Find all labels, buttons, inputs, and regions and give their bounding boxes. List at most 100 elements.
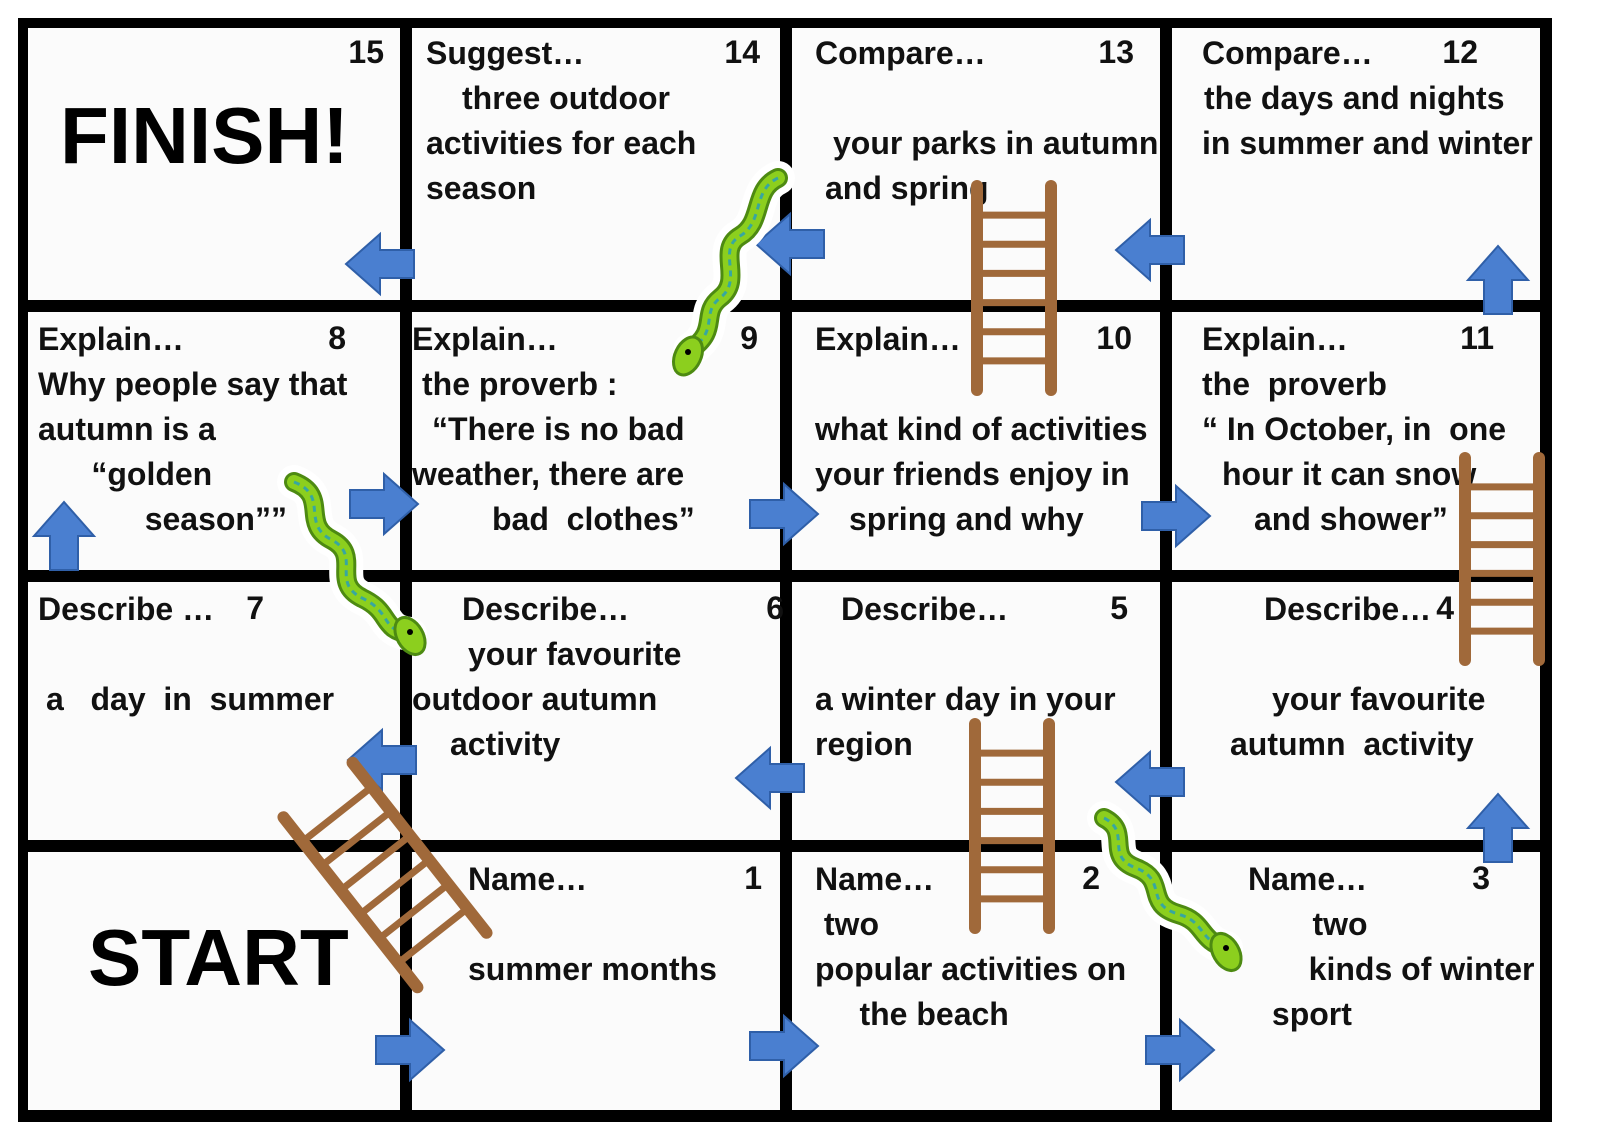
- snake-icon: [277, 465, 427, 656]
- square-3-line-2: two: [1268, 906, 1368, 942]
- square-14-line-3: activities for each: [426, 125, 697, 161]
- grid-line: [18, 1110, 1552, 1122]
- square-9-line-2: the proverb :: [422, 366, 618, 402]
- finish-label: FINISH!: [60, 91, 349, 180]
- arrow-up-icon: [1465, 792, 1531, 863]
- arrow-left-icon: [346, 727, 417, 793]
- square-number-6: 6: [766, 590, 784, 626]
- square-7-line-3: a day in summer: [46, 681, 335, 717]
- ladder-icon: [277, 756, 493, 994]
- arrow-right-icon: [749, 481, 820, 547]
- square-10-line-5: spring and why: [849, 501, 1084, 537]
- arrow-up-icon: [31, 500, 97, 571]
- square-number-11: 11: [1460, 320, 1494, 356]
- ladder-icon: [971, 180, 1057, 396]
- square-number-12: 12: [1442, 34, 1478, 70]
- board-cell: [412, 852, 780, 1110]
- square-7-line-1: Describe …: [38, 591, 215, 627]
- square-14-line-1: Suggest…: [426, 35, 585, 71]
- board-cell: [1172, 28, 1540, 300]
- board-cell: [1172, 312, 1540, 570]
- grid-line: [18, 300, 1552, 312]
- arrow-left-icon: [734, 745, 805, 811]
- square-number-14: 14: [724, 34, 760, 70]
- arrow-left-icon: [1114, 217, 1185, 283]
- square-8-line-5: season””: [38, 501, 287, 537]
- arrow-right-icon: [375, 1017, 446, 1083]
- square-13-line-1: Compare…: [815, 35, 986, 71]
- square-4-line-1: Describe…: [1264, 591, 1432, 627]
- board-cell: [30, 28, 400, 300]
- square-11-line-4: hour it can snow: [1222, 456, 1477, 492]
- square-14-line-2: three outdoor: [462, 80, 670, 116]
- square-11-line-5: and shower”: [1254, 501, 1448, 537]
- arrow-right-icon: [1145, 1017, 1216, 1083]
- square-number-3: 3: [1472, 860, 1490, 896]
- square-number-8: 8: [328, 320, 346, 356]
- square-number-1: 1: [744, 860, 762, 896]
- snake-icon: [671, 161, 795, 377]
- square-6-line-1: Describe…: [462, 591, 630, 627]
- arrow-left-icon: [1114, 749, 1185, 815]
- ladder-icon: [1459, 452, 1545, 666]
- arrow-up-icon: [1465, 244, 1531, 315]
- arrow-right-icon: [1141, 483, 1212, 549]
- start-label: START: [88, 913, 349, 1002]
- square-11-line-2: the proverb: [1202, 366, 1387, 402]
- square-5-line-1: Describe…: [841, 591, 1009, 627]
- square-11-line-1: Explain…: [1202, 321, 1348, 357]
- square-10-line-3: what kind of activities: [815, 411, 1148, 447]
- square-3-line-3: kinds of winter: [1282, 951, 1535, 987]
- square-12-line-3: in summer and winter: [1202, 125, 1533, 161]
- grid-line: [18, 570, 1552, 582]
- square-1-line-3: summer months: [468, 951, 717, 987]
- square-number-5: 5: [1110, 590, 1128, 626]
- square-6-line-2: your favourite: [468, 636, 682, 672]
- square-8-line-3: autumn is a: [38, 411, 216, 447]
- square-5-line-4: region: [815, 726, 913, 762]
- square-4-line-3: your favourite: [1272, 681, 1486, 717]
- square-11-line-3: “ In October, in one: [1202, 411, 1507, 447]
- square-number-10: 10: [1096, 320, 1132, 356]
- square-9-line-3: “There is no bad: [432, 411, 685, 447]
- square-3-line-4: sport: [1263, 996, 1352, 1032]
- square-9-line-4: weather, there are: [412, 456, 685, 492]
- square-8-line-1: Explain…: [38, 321, 184, 357]
- board-cell: [1172, 582, 1540, 840]
- square-2-line-2: two: [815, 906, 879, 942]
- square-number-9: 9: [740, 320, 758, 356]
- ladder-icon: [969, 718, 1055, 934]
- square-number-4: 4: [1436, 590, 1454, 626]
- square-4-line-4: autumn activity: [1230, 726, 1474, 762]
- square-number-2: 2: [1082, 860, 1100, 896]
- square-3-line-1: Name…: [1248, 861, 1368, 897]
- square-1-line-1: Name…: [468, 861, 588, 897]
- square-2-line-4: the beach: [815, 996, 1009, 1032]
- square-number-15: 15: [348, 34, 384, 70]
- board-cell: [412, 582, 780, 840]
- square-10-line-4: your friends enjoy in: [815, 456, 1130, 492]
- snake-icon: [1087, 801, 1243, 972]
- board-cell: [30, 582, 400, 840]
- square-9-line-1: Explain…: [412, 321, 558, 357]
- grid-line: [18, 18, 1552, 28]
- square-10-line-1: Explain…: [815, 321, 961, 357]
- arrow-right-icon: [749, 1013, 820, 1079]
- square-5-line-3: a winter day in your: [815, 681, 1116, 717]
- square-12-line-1: Compare…: [1202, 35, 1373, 71]
- square-12-line-2: the days and nights: [1204, 80, 1505, 116]
- square-number-13: 13: [1098, 34, 1134, 70]
- arrow-left-icon: [344, 231, 415, 297]
- board-cell: [412, 312, 780, 570]
- square-8-line-4: “golden: [38, 456, 213, 492]
- square-13-line-3: your parks in autumn: [833, 125, 1159, 161]
- square-2-line-3: popular activities on: [815, 951, 1127, 987]
- square-number-7: 7: [246, 590, 264, 626]
- square-6-line-4: activity: [450, 726, 561, 762]
- square-6-line-3: outdoor autumn: [412, 681, 658, 717]
- arrow-left-icon: [754, 211, 825, 277]
- square-2-line-1: Name…: [815, 861, 935, 897]
- arrow-right-icon: [349, 471, 420, 537]
